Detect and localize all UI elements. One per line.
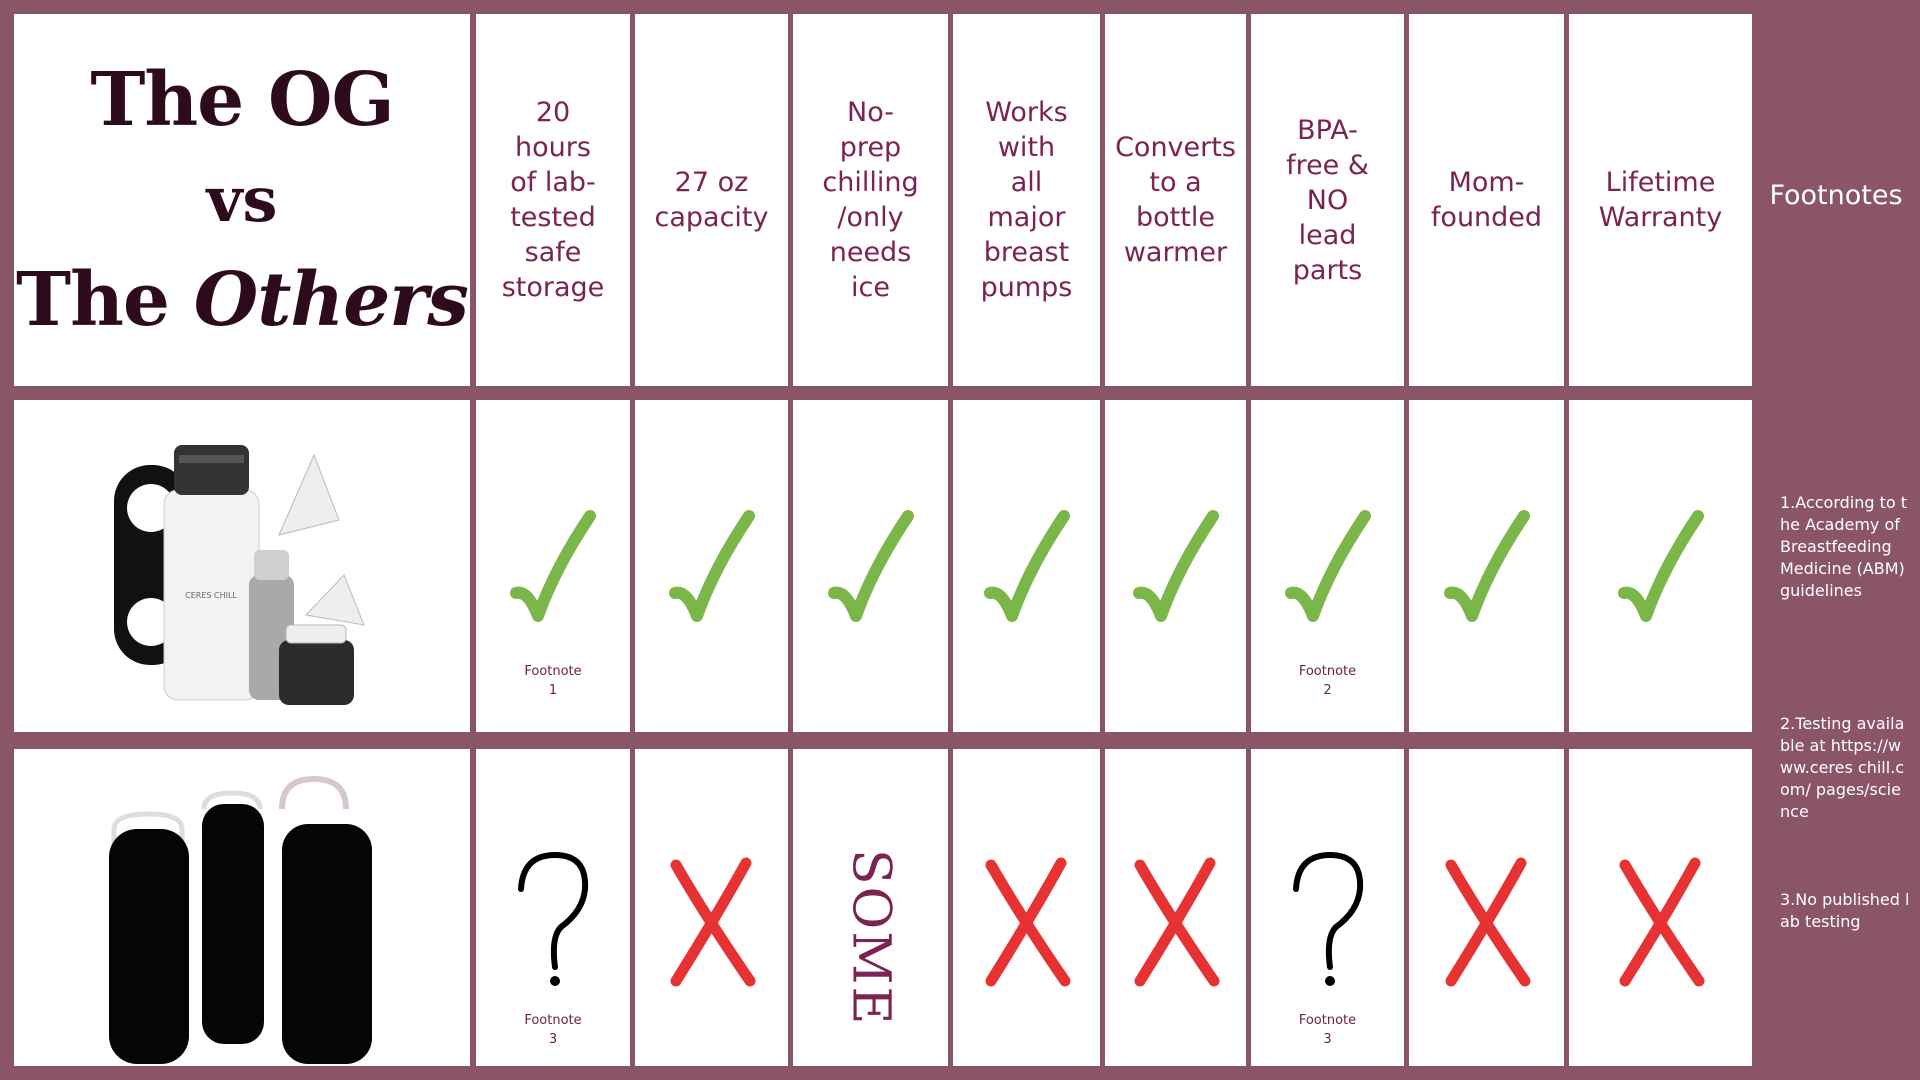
cross-icon bbox=[985, 857, 1070, 987]
column-header-4: Works with all major breast pumps bbox=[953, 14, 1100, 386]
og-cell-1: Footnote 1 bbox=[476, 400, 630, 732]
ceres-chill-product-image: CERES CHILL bbox=[114, 445, 365, 705]
check-icon bbox=[1443, 510, 1530, 622]
question-mark-icon bbox=[1292, 851, 1363, 986]
title-line-3: The Others bbox=[16, 250, 469, 350]
footnote-reference-number: 2 bbox=[1323, 683, 1332, 698]
footnote-reference: Footnote 1 bbox=[476, 662, 630, 700]
column-header-5: Converts to a bottle warmer bbox=[1105, 14, 1246, 386]
svg-text:CERES CHILL: CERES CHILL bbox=[185, 591, 237, 600]
column-header-label: Works with all major breast pumps bbox=[980, 97, 1073, 303]
column-header-3: No- prep chilling /only needs ice bbox=[793, 14, 948, 386]
column-header-label: Mom- founded bbox=[1430, 167, 1543, 233]
footnote-reference: Footnote 3 bbox=[1251, 1011, 1404, 1049]
column-header-6: BPA- free & NO lead parts bbox=[1251, 14, 1404, 386]
column-header-8: Lifetime Warranty bbox=[1569, 14, 1752, 386]
check-icon bbox=[983, 510, 1070, 622]
title-prefix: The bbox=[16, 257, 194, 343]
footnotes-header: Footnotes bbox=[1769, 180, 1903, 211]
title-italic: Others bbox=[193, 257, 469, 343]
og-cell-7 bbox=[1409, 400, 1564, 732]
footnote-2: 2.Testing available at https://www.ceres… bbox=[1780, 714, 1905, 821]
og-product-image-cell: CERES CHILL bbox=[14, 400, 470, 732]
footnote-reference-number: 1 bbox=[548, 683, 558, 698]
column-header-label: 20 hours of lab- tested safe storage bbox=[501, 97, 605, 303]
others-cell-6: Footnote 3 bbox=[1251, 749, 1404, 1066]
cross-icon bbox=[1619, 857, 1704, 987]
og-cell-6: Footnote 2 bbox=[1251, 400, 1404, 732]
check-icon bbox=[510, 510, 596, 622]
others-cell-1: Footnote 3 bbox=[476, 749, 630, 1066]
others-cell-5 bbox=[1105, 749, 1246, 1066]
column-header-label: No- prep chilling /only needs ice bbox=[822, 97, 919, 303]
column-header-2: 27 oz capacity bbox=[635, 14, 788, 386]
column-header-label: 27 oz capacity bbox=[654, 167, 769, 233]
others-product-image-cell bbox=[14, 749, 470, 1066]
footnote-reference-label: Footnote bbox=[524, 664, 582, 679]
og-cell-8 bbox=[1569, 400, 1752, 732]
cross-icon bbox=[670, 857, 755, 987]
og-cell-4 bbox=[953, 400, 1100, 732]
cross-icon bbox=[1445, 857, 1530, 987]
others-cell-7 bbox=[1409, 749, 1564, 1066]
og-cell-3 bbox=[793, 400, 948, 732]
title-line-1: The OG bbox=[90, 57, 394, 143]
check-icon bbox=[668, 510, 755, 622]
check-icon bbox=[1284, 510, 1371, 622]
column-header-label: Converts to a bottle warmer bbox=[1115, 132, 1236, 268]
others-cell-4 bbox=[953, 749, 1100, 1066]
footnote-reference-label: Footnote bbox=[524, 1013, 582, 1028]
footnote-reference-number: 3 bbox=[1323, 1032, 1332, 1047]
title-cell: The OG vs The Others bbox=[14, 14, 470, 386]
cross-icon bbox=[1134, 857, 1219, 987]
footnote-reference: Footnote 3 bbox=[476, 1011, 630, 1049]
footnote-3: 3.No published lab testing bbox=[1780, 890, 1910, 931]
footnote-1: 1.According to the Academy of Breastfeed… bbox=[1780, 493, 1908, 600]
og-cell-5 bbox=[1105, 400, 1246, 732]
footnote-reference-label: Footnote bbox=[1298, 1013, 1357, 1028]
title-line-vs: vs bbox=[206, 163, 278, 236]
footnote-reference-number: 3 bbox=[548, 1032, 558, 1047]
others-cell-8 bbox=[1569, 749, 1752, 1066]
footnote-reference-label: Footnote bbox=[1298, 664, 1357, 679]
some-label: SOME bbox=[840, 849, 901, 1027]
column-header-7: Mom- founded bbox=[1409, 14, 1564, 386]
others-cell-3: SOME bbox=[793, 749, 948, 1066]
column-header-label: Lifetime Warranty bbox=[1598, 167, 1723, 233]
check-icon bbox=[1132, 510, 1219, 622]
check-icon bbox=[1617, 510, 1704, 622]
question-mark-icon bbox=[518, 851, 589, 986]
check-icon bbox=[827, 510, 914, 622]
column-header-label: BPA- free & NO lead parts bbox=[1286, 114, 1369, 286]
competitor-bottles-image bbox=[109, 775, 372, 1064]
column-header-1: 20 hours of lab- tested safe storage bbox=[476, 14, 630, 386]
og-cell-2 bbox=[635, 400, 788, 732]
others-cell-2 bbox=[635, 749, 788, 1066]
footnote-reference: Footnote 2 bbox=[1251, 662, 1404, 700]
